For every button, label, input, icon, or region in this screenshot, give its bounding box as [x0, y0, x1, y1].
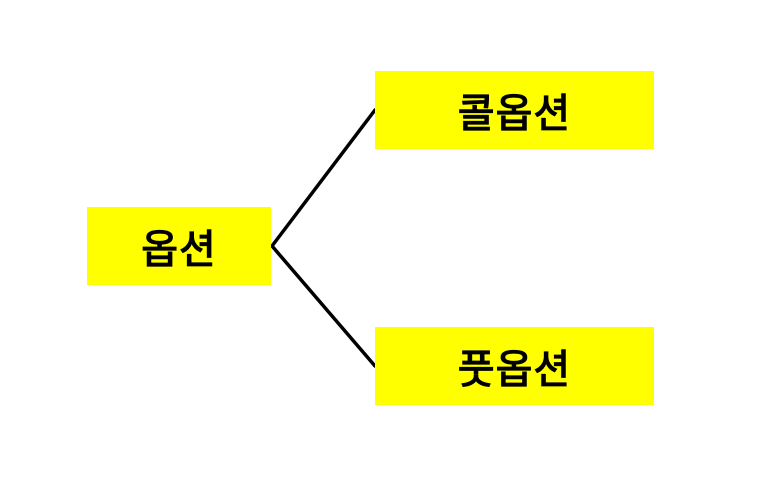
call-option-label: 콜옵션: [457, 91, 572, 137]
branch-node-call-option: 콜옵션: [375, 71, 654, 149]
connector-root-to-put-option: [270, 244, 377, 368]
connector-root-to-call-option: [270, 108, 377, 248]
branch-node-put-option: 풋옵션: [375, 327, 654, 405]
put-option-label: 풋옵션: [457, 347, 572, 393]
root-node-label: 옵션: [141, 227, 217, 273]
root-node-option: 옵션: [87, 207, 271, 285]
